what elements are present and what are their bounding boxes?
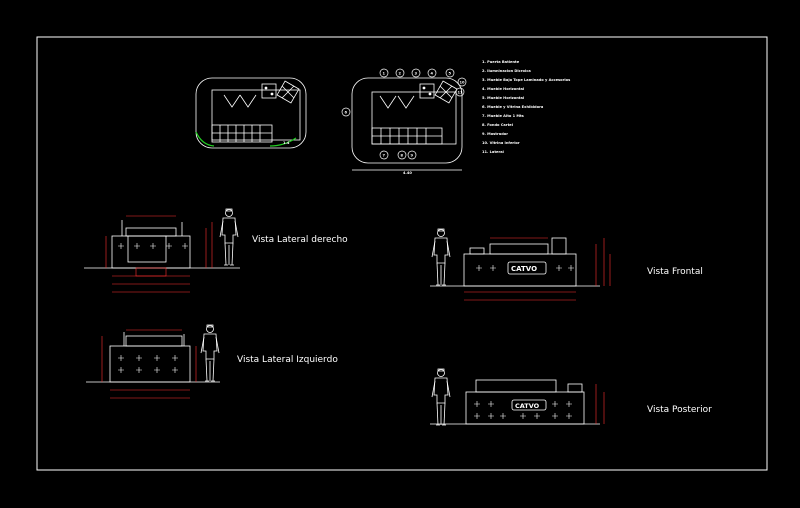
- legend-item: 5. Mueble Horizontal: [482, 96, 524, 100]
- plan-callout-number: 11: [458, 91, 464, 95]
- rear-logo: CATVO: [515, 402, 540, 410]
- view-label-right: Vista Lateral derecho: [252, 235, 348, 245]
- plan-callout-number: 6: [345, 111, 348, 115]
- plan-callout-number: 4: [431, 72, 434, 76]
- dimensions-right-side: [105, 215, 213, 293]
- view-label-left: Vista Lateral Izquierdo: [237, 355, 338, 365]
- plan-callouts: 1 2 3 4 5 6 7 8 9 10 11: [341, 68, 467, 160]
- plan-callout-number: 8: [401, 154, 404, 158]
- plan-callout: 11: [455, 87, 465, 97]
- legend-item: 7. Mueble Alto 1 Mts: [482, 114, 524, 118]
- elevation-front: [430, 228, 600, 287]
- view-label-front: Vista Frontal: [647, 267, 703, 277]
- legend-item: 11. Lateral: [482, 150, 504, 154]
- plan-callout: 10: [457, 77, 467, 87]
- plan-callout-number: 5: [449, 72, 452, 76]
- plan-callout: 8: [397, 150, 407, 160]
- plan-callout-number: 3: [415, 72, 418, 76]
- plan-callout-number: 10: [460, 81, 466, 85]
- legend-item: 8. Fondo Cartel: [482, 123, 513, 127]
- plan-callout: 2: [395, 68, 405, 78]
- svg-text:4.40: 4.40: [403, 171, 412, 175]
- plan-callout: 3: [411, 68, 421, 78]
- plan-callout: 4: [427, 68, 437, 78]
- plan-callout: 7: [379, 150, 389, 160]
- floor-plan-right: 4.40: [351, 77, 463, 175]
- dimensions-front: [464, 237, 611, 301]
- plan-callout-number: 9: [411, 154, 414, 158]
- plan-callout-number: 1: [383, 72, 386, 76]
- drawing-border: [36, 36, 768, 471]
- front-logo: CATVO: [511, 265, 537, 273]
- legend-item: 6. Mueble y Vitrina Exhibidora: [482, 105, 544, 109]
- elevation-left-side: [86, 324, 220, 383]
- legend-item: 3. Mueble Bajo Tope Laminado y Accesorio…: [482, 78, 570, 82]
- plan-callout-number: 7: [383, 154, 386, 158]
- elevation-rear: [430, 368, 600, 426]
- plan-callout: 6: [341, 107, 351, 117]
- legend-item: 1. Puerta Batiente: [482, 60, 520, 64]
- plan-callout: 9: [407, 150, 417, 160]
- view-label-rear: Vista Posterior: [647, 405, 712, 415]
- plan-callout-number: 2: [399, 72, 402, 76]
- plan-callout: 5: [445, 68, 455, 78]
- dimensions-rear: [595, 384, 605, 424]
- svg-text:1.4: 1.4: [283, 141, 290, 145]
- legend-item: 4. Mueble Horizontal: [482, 87, 524, 91]
- legend-item: 10. Vitrina Inferior: [482, 141, 520, 145]
- legend-item: 9. Mostrador: [482, 132, 508, 136]
- dimensions-left-side: [101, 329, 197, 399]
- legend-list: 1. Puerta Batiente 2. Ilumninacion Dicro…: [482, 60, 570, 154]
- legend-item: 2. Ilumninacion Dicroica: [482, 69, 531, 73]
- floor-plan-left: 1.4: [195, 77, 307, 149]
- plan-callout: 1: [379, 68, 389, 78]
